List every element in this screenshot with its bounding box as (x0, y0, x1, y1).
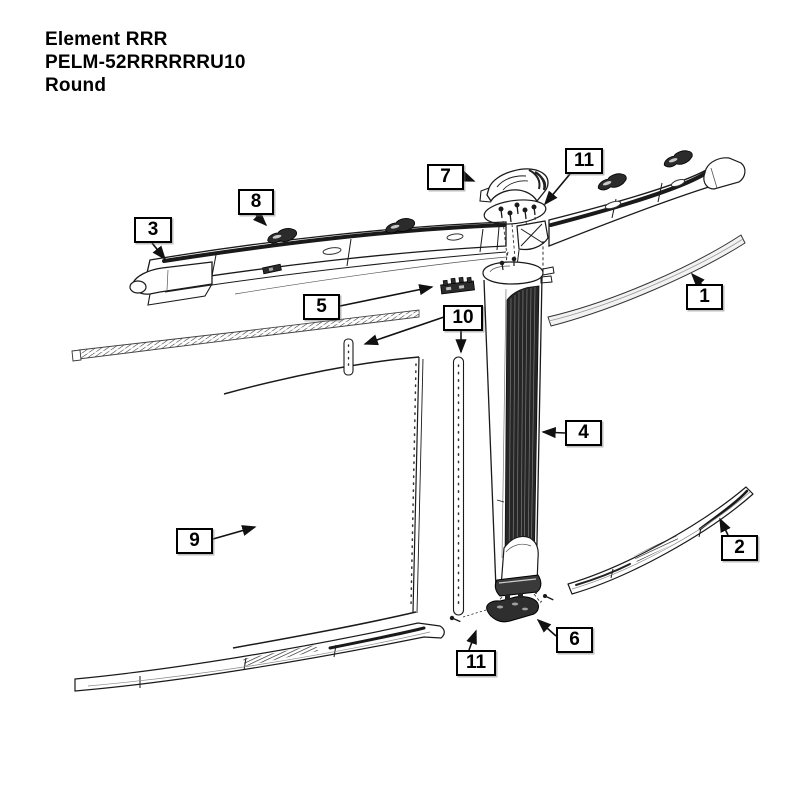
joiner-clip (440, 276, 475, 295)
bottom-rail-left (74, 622, 445, 692)
callout-7: 7 (427, 164, 464, 190)
callout-8: 8 (238, 189, 274, 215)
callout-leader-arrows (151, 171, 731, 651)
screws (498, 202, 537, 223)
callout-11-bottom: 11 (456, 650, 496, 676)
callout-9: 9 (176, 528, 213, 554)
wall-clip (597, 173, 627, 191)
callout-1: 1 (686, 284, 723, 310)
screw-set-bottom (449, 594, 554, 623)
upright-post (482, 256, 555, 608)
callout-5: 5 (303, 294, 340, 320)
ledge-strip-right (547, 234, 746, 327)
top-cap (479, 168, 549, 203)
callout-2: 2 (721, 535, 758, 561)
rail-end-cap-right (703, 157, 746, 190)
rail-end-cap-left (129, 261, 213, 306)
callout-4: 4 (565, 420, 602, 446)
wall-clip (663, 150, 693, 168)
stabilizer-strip (71, 309, 420, 362)
wall-bar-long (452, 356, 465, 616)
wall-clip (267, 228, 298, 244)
callout-10: 10 (443, 305, 483, 331)
callout-11-top: 11 (565, 148, 603, 174)
callout-6: 6 (556, 627, 593, 653)
bottom-plate (486, 593, 539, 623)
wall-bar-short (343, 338, 354, 376)
wall-panel (223, 356, 424, 649)
title-block: Element RRR PELM-52RRRRRRU10 Round (45, 28, 246, 97)
bottom-rail-right (567, 486, 754, 595)
wall-clip (385, 218, 416, 234)
model-number: PELM-52RRRRRRU10 (45, 52, 246, 73)
pool-shape: Round (45, 75, 107, 96)
wall-clips (262, 150, 693, 275)
under-rail-clip (262, 263, 282, 275)
top-rail-right (548, 168, 713, 247)
product-name: Element RRR (45, 29, 168, 50)
post-ribs (508, 286, 536, 576)
callout-3: 3 (134, 217, 172, 243)
